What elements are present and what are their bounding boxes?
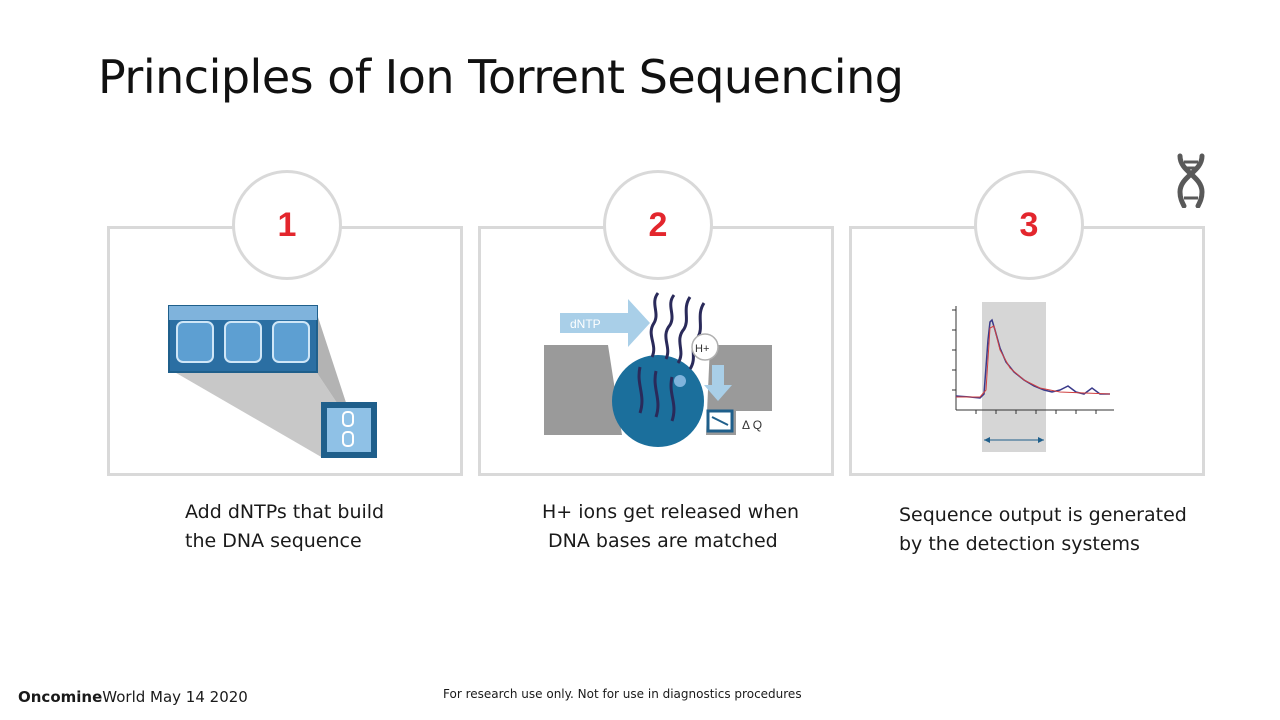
step-1-number-circle: 1 (232, 170, 342, 280)
step-3-number-circle: 3 (974, 170, 1084, 280)
signal-trace-illustration (952, 302, 1114, 452)
step-2-caption-line-1: H+ ions get released when (542, 501, 800, 523)
step-3-caption-line-1: Sequence output is generated (899, 504, 1187, 526)
sensor-label: Δ Q (742, 418, 762, 432)
step-3-caption-line-2: by the detection systems (899, 533, 1140, 555)
step-1-caption-line-2: the DNA sequence (185, 530, 362, 552)
step-2-caption-line-2: DNA bases are matched (548, 530, 778, 552)
step-2-number: 2 (648, 205, 668, 244)
step-3-number: 3 (1019, 205, 1039, 244)
footer-brand-rest: World May 14 2020 (102, 688, 248, 706)
footer-disclaimer: For research use only. Not for use in di… (443, 687, 802, 701)
dntp-arrow-label: dNTP (570, 317, 601, 331)
step-1-caption-line-1: Add dNTPs that build (185, 501, 385, 523)
chip-wells-illustration (168, 305, 377, 458)
dna-helix-icon (1177, 153, 1205, 208)
footer-brand: OncomineWorld May 14 2020 (18, 688, 248, 706)
step-1-number: 1 (277, 205, 297, 244)
step-2-number-circle: 2 (603, 170, 713, 280)
step-3-caption: Sequence output is generated by the dete… (899, 501, 1187, 559)
step-2-caption: H+ ions get released when DNA bases are … (542, 498, 799, 556)
step-1-caption: Add dNTPs that build the DNA sequence (185, 498, 384, 556)
hplus-ion-label: H+ (695, 343, 709, 355)
ion-release-illustration: dNTP H+ Δ Q (544, 292, 772, 447)
footer-brand-bold: Oncomine (18, 688, 103, 706)
slide-title: Principles of Ion Torrent Sequencing (98, 50, 904, 104)
